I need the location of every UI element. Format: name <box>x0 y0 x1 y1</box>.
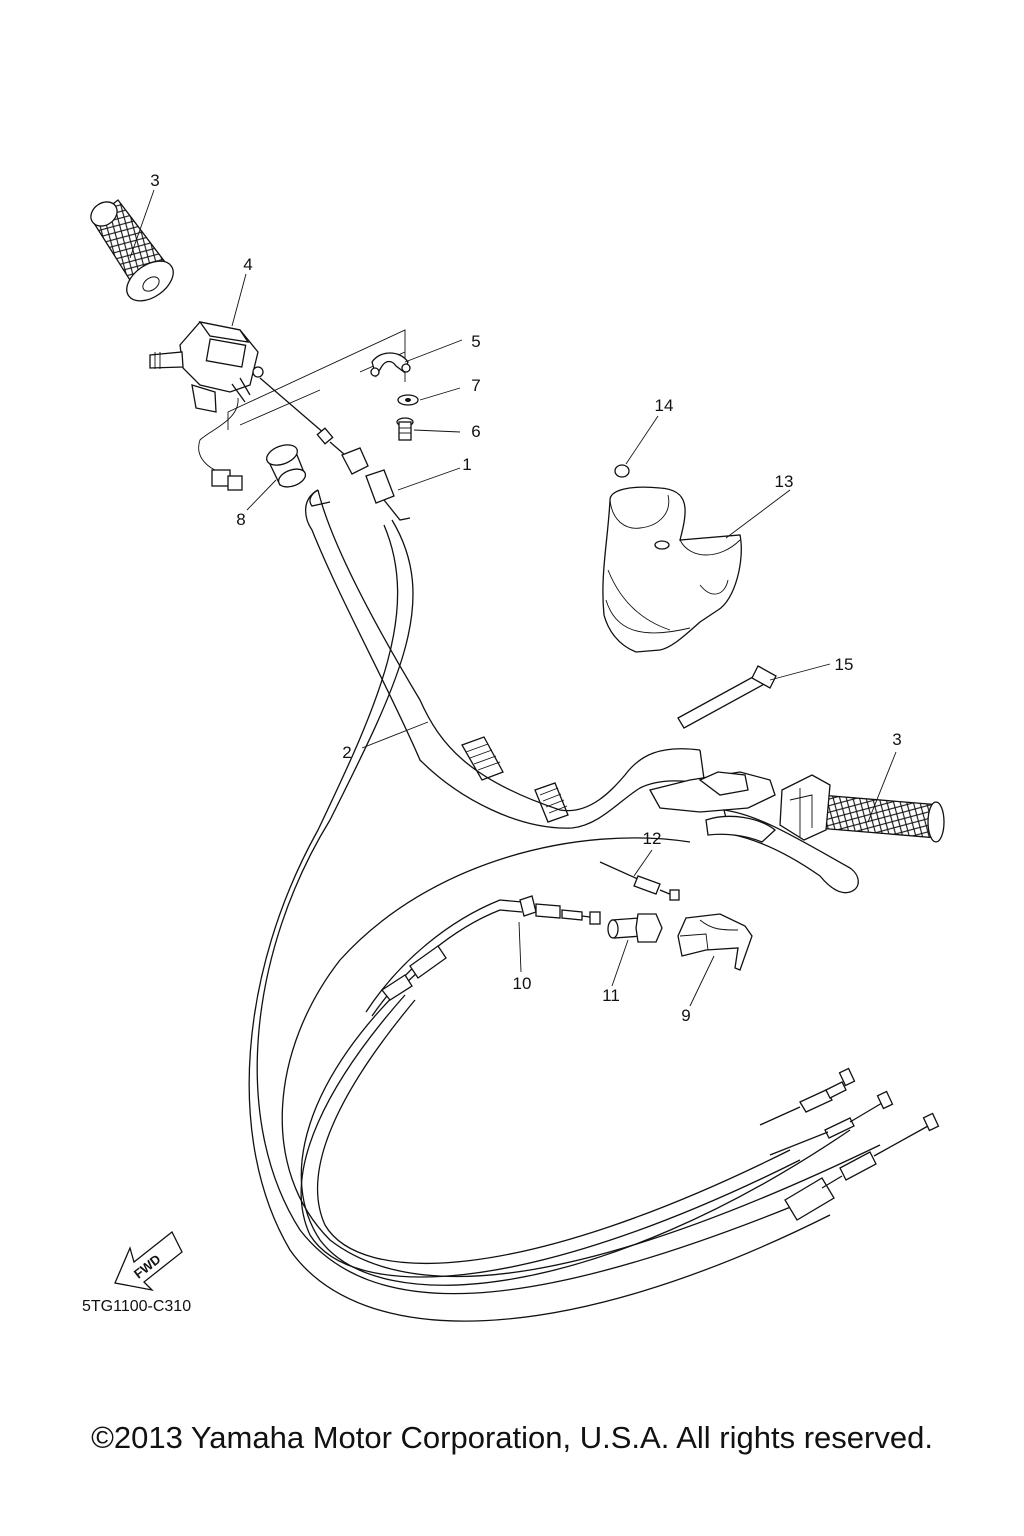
grip-left <box>90 199 174 302</box>
bolt <box>396 417 414 441</box>
callout-7: 7 <box>471 376 480 395</box>
diagram-code: 5TG1100-C310 <box>82 1298 191 1315</box>
throttle-housing <box>149 321 264 491</box>
grip-right <box>779 774 945 843</box>
callout-11: 11 <box>602 986 620 1005</box>
callout-6: 6 <box>471 422 480 441</box>
handlebar <box>304 489 706 829</box>
plug <box>614 464 630 478</box>
brake-lever <box>649 771 859 894</box>
washer-hole <box>405 398 411 402</box>
callout-14: 14 <box>655 396 674 415</box>
cable-tie <box>677 665 777 729</box>
knurl-band-upper <box>461 736 504 781</box>
throttle-cable <box>259 377 411 521</box>
callout-4: 4 <box>243 255 252 274</box>
adjuster-11 <box>607 913 663 943</box>
callout-13: 13 <box>775 472 794 491</box>
fwd-arrow-icon: FWD <box>114 1230 183 1292</box>
callout-10: 10 <box>513 974 532 993</box>
cable-ends <box>759 1067 940 1221</box>
callout-1: 1 <box>462 455 471 474</box>
callout-5: 5 <box>471 332 480 351</box>
callout-3-right: 3 <box>892 730 901 749</box>
cable-10 <box>365 895 601 1017</box>
callout-9: 9 <box>681 1006 690 1025</box>
callout-12: 12 <box>643 829 662 848</box>
callout-2: 2 <box>342 743 351 762</box>
callout-3: 3 <box>150 171 159 190</box>
callout-8: 8 <box>236 510 245 529</box>
copyright-notice: ©2013 Yamaha Motor Corporation, U.S.A. A… <box>91 1420 933 1455</box>
leader-bracket <box>227 329 406 430</box>
lever-holder-9 <box>677 913 753 971</box>
collar <box>266 444 307 488</box>
handlebar-cover <box>602 486 742 653</box>
cable-harness <box>248 519 881 1322</box>
knurl-band-lower <box>534 782 569 823</box>
callout-15: 15 <box>835 655 854 674</box>
leader-lines <box>129 189 897 1007</box>
cable-12 <box>599 861 680 901</box>
clamp <box>370 352 411 378</box>
